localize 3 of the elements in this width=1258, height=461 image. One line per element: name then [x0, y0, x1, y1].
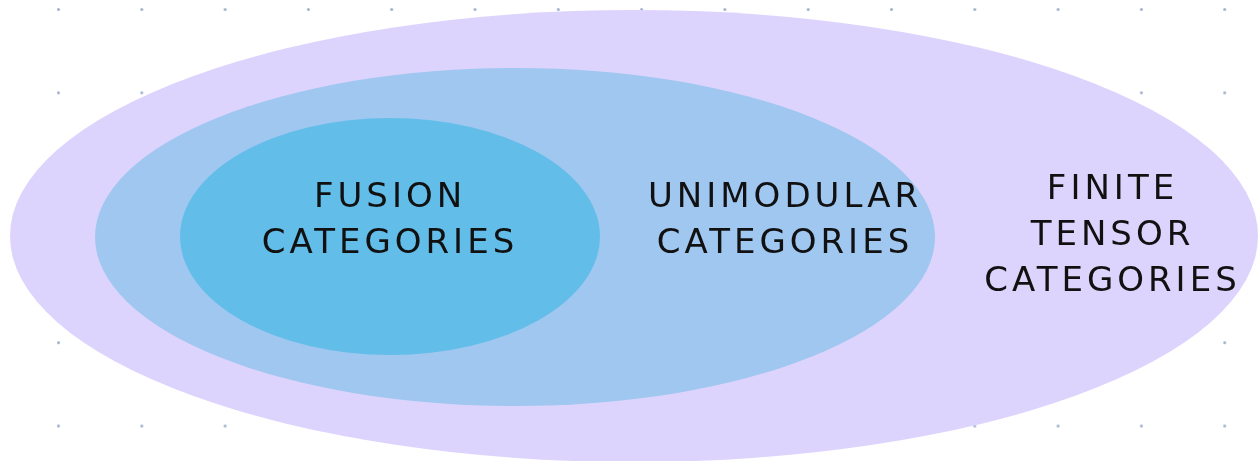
set-label: FUSION CATEGORIES: [260, 174, 520, 263]
set-label: UNIMODULAR CATEGORIES: [646, 174, 924, 263]
set-label: FINITE TENSOR CATEGORIES: [983, 166, 1242, 301]
